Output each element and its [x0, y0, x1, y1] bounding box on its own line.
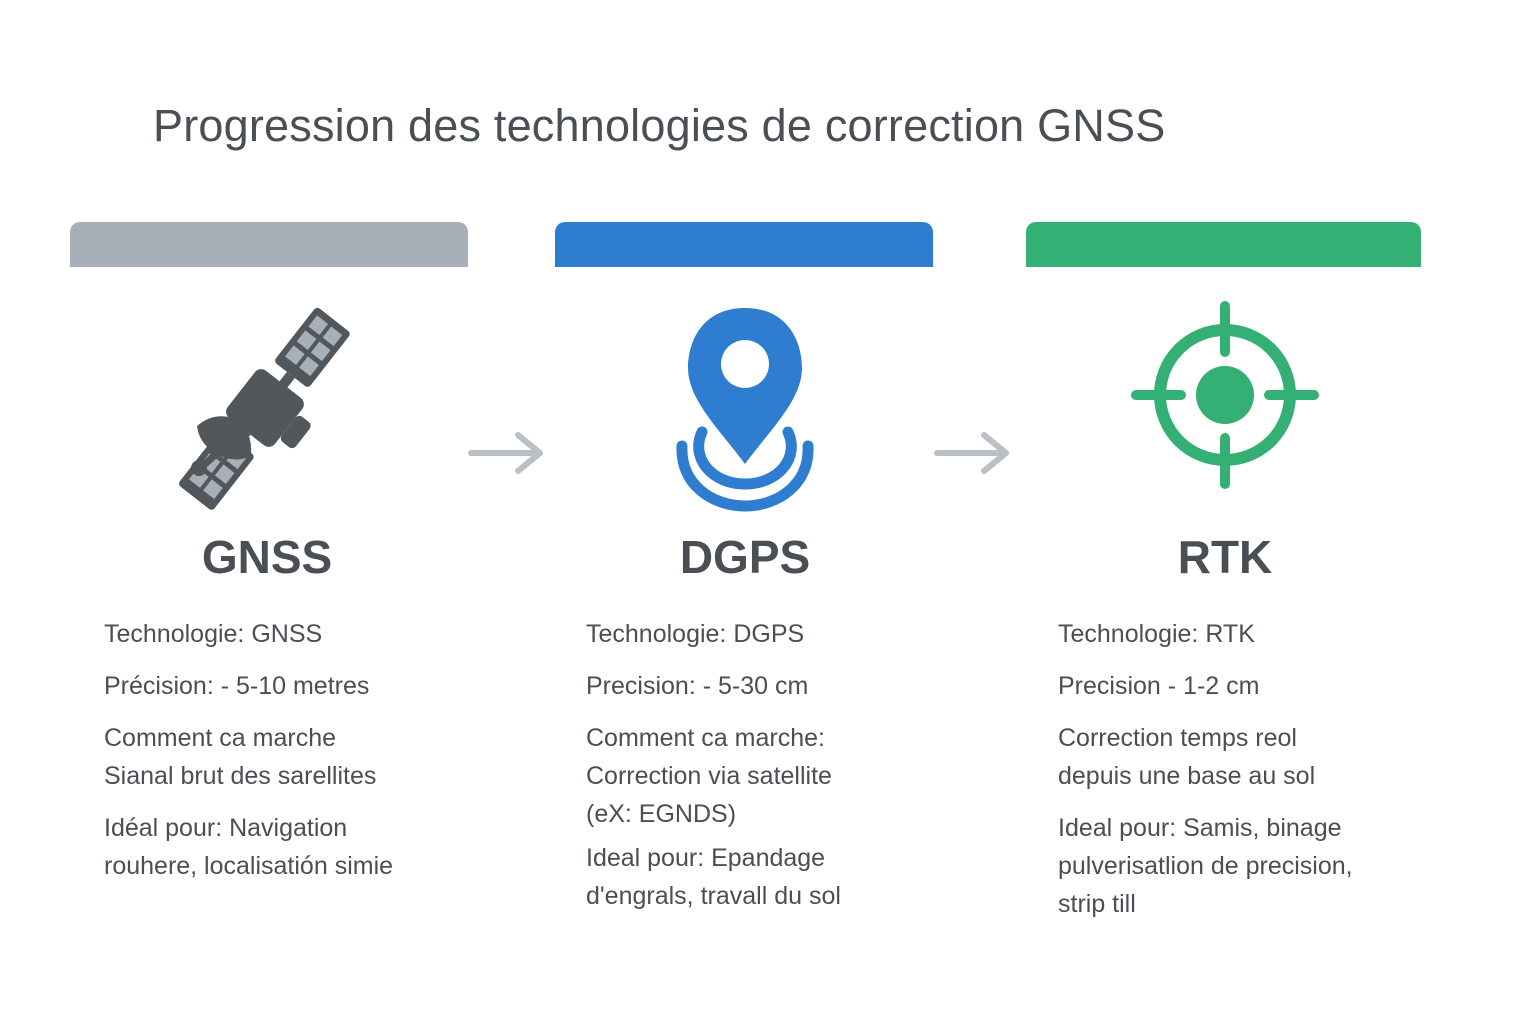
stage-title-rtk: RTK — [1177, 531, 1273, 583]
detail-line: Precision: - 5-30 cm — [586, 672, 809, 700]
detail-ideal-for: Idéal pour: Navigation rouhere, localisa… — [104, 809, 524, 885]
stage-bar-dgps — [555, 222, 933, 267]
target-crosshair-icon — [1131, 301, 1319, 489]
detail-line: Correction temps reol — [1058, 724, 1297, 752]
detail-line: Precision - 1-2 cm — [1058, 672, 1260, 700]
stage-details-rtk: Technologie: RTK Precision - 1-2 cm Corr… — [1058, 615, 1478, 937]
detail-line: Comment ca marche: — [586, 724, 825, 752]
page-title: Progression des technologies de correcti… — [153, 100, 1166, 151]
detail-line: strip till — [1058, 890, 1136, 918]
detail-ideal-for: Ideal pour: Epandage d'engrals, travall … — [586, 839, 1006, 915]
stage-bar-gnss — [70, 222, 468, 267]
detail-how-it-works: Correction temps reol depuis une base au… — [1058, 719, 1478, 795]
stage-title-gnss: GNSS — [201, 531, 333, 583]
satellite-icon — [179, 307, 350, 510]
detail-precision: Précision: - 5-10 metres — [104, 667, 524, 705]
stage-details-gnss: Technologie: GNSS Précision: - 5-10 metr… — [104, 615, 524, 899]
detail-line: depuis une base au sol — [1058, 762, 1316, 790]
detail-line: (eX: EGNDS) — [586, 800, 737, 828]
detail-technology: Technologie: DGPS — [586, 615, 1006, 653]
detail-precision: Precision: - 5-30 cm — [586, 667, 1006, 705]
detail-how-it-works: Comment ca marche Sianal brut des sarell… — [104, 719, 524, 795]
detail-line: Précision: - 5-10 metres — [104, 672, 370, 700]
detail-line: d'engrals, travall du sol — [586, 882, 841, 910]
detail-line: Comment ca marche — [104, 724, 337, 752]
detail-line: rouhere, localisatión simie — [104, 852, 394, 880]
detail-line: Correction via satellite — [586, 762, 832, 790]
detail-line: Technologie: GNSS — [104, 620, 323, 648]
detail-line: Sianal brut des sarellites — [104, 762, 377, 790]
detail-precision: Precision - 1-2 cm — [1058, 667, 1478, 705]
detail-line: Ideal pour: Samis, binage — [1058, 814, 1342, 842]
stage-details-dgps: Technologie: DGPS Precision: - 5-30 cm C… — [586, 615, 1006, 929]
detail-technology: Technologie: GNSS — [104, 615, 524, 653]
detail-line: Technologie: RTK — [1058, 620, 1255, 648]
stage-title-dgps: DGPS — [679, 531, 811, 583]
stage-bar-rtk — [1026, 222, 1421, 267]
detail-line: Ideal pour: Epandage — [586, 844, 826, 872]
detail-line: Idéal pour: Navigation — [104, 814, 348, 842]
detail-technology: Technologie: RTK — [1058, 615, 1478, 653]
arrow-right-icon — [934, 432, 1009, 474]
detail-line: Technologie: DGPS — [586, 620, 805, 648]
detail-how-it-works: Comment ca marche: Correction via satell… — [586, 719, 1006, 833]
arrow-right-icon — [468, 432, 543, 474]
detail-ideal-for: Ideal pour: Samis, binage pulverisatlion… — [1058, 809, 1478, 923]
location-pin-signal-icon — [676, 308, 814, 512]
detail-line: pulverisatlion de precision, — [1058, 852, 1353, 880]
